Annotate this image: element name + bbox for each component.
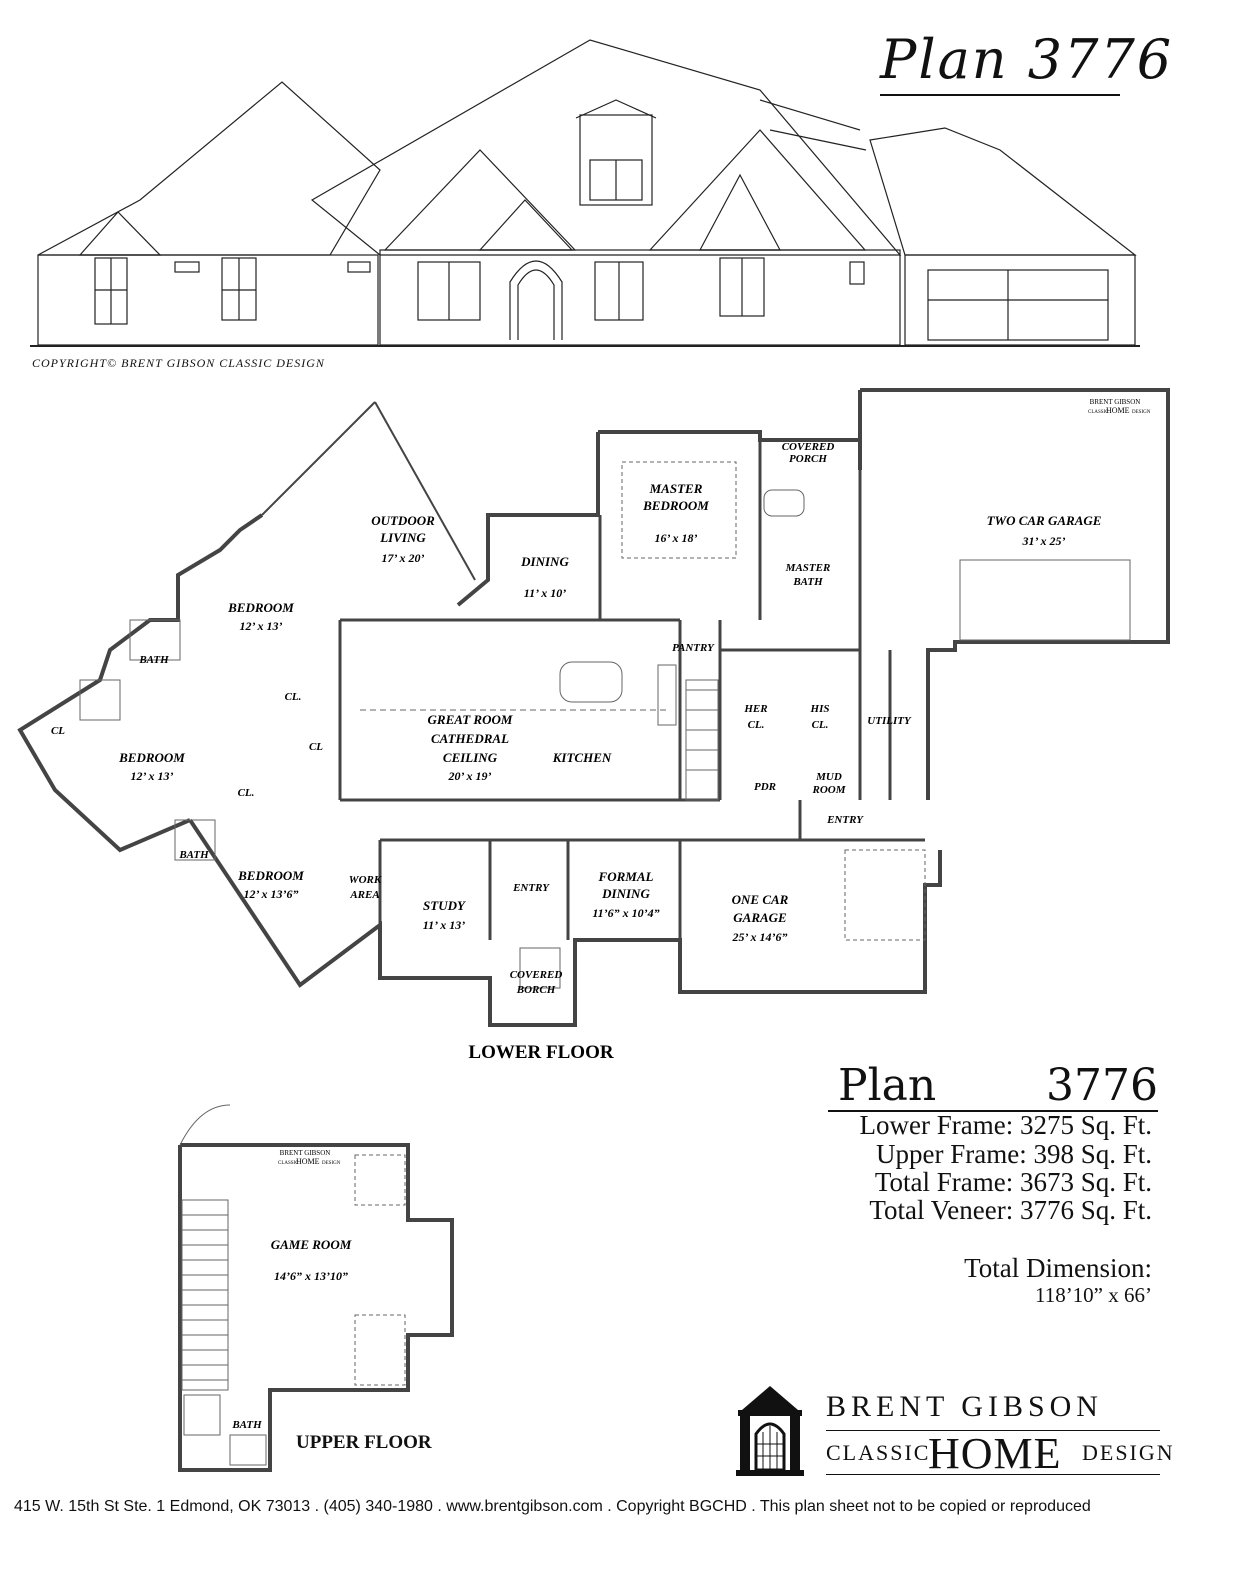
lower-floor-label: LOWER FLOOR (468, 1042, 613, 1060)
covered-porch-label-2: PORCH (789, 453, 827, 465)
logo-name: BRENT GIBSON (826, 1390, 1103, 1423)
upper-bath-label: BATH (231, 1419, 262, 1431)
upper-stamp-left: CLASSIC (278, 1161, 299, 1166)
formal-dining-dim: 11’6” x 10’4” (592, 906, 659, 920)
formal-dining-label-1: FORMAL (598, 869, 654, 884)
his-closet-label-2: CL. (812, 719, 829, 731)
outdoor-living-dim: 17’ x 20’ (381, 551, 424, 565)
logo-home: HOME (928, 1429, 1062, 1478)
game-room-dim: 14’6” x 13’10” (274, 1269, 348, 1283)
master-bath-label-2: BATH (792, 576, 823, 588)
logo-rule-top (826, 1430, 1160, 1431)
her-closet-label-1: HER (743, 703, 767, 715)
logo-design: DESIGN (1082, 1440, 1175, 1465)
stamp-top: BRENT GIBSON (1090, 398, 1141, 406)
logo-rule-bottom (826, 1474, 1160, 1475)
upper-frame-line: Upper Frame: 398 Sq. Ft. (876, 1139, 1152, 1169)
outdoor-living-label-2: LIVING (379, 530, 426, 545)
his-closet-label-1: HIS (810, 703, 830, 715)
great-room-label-2: CATHEDRAL (431, 731, 509, 746)
upper-floor-walls (178, 1143, 454, 1472)
total-dimension-label: Total Dimension: (964, 1253, 1152, 1283)
master-bedroom-label-1: MASTER (649, 481, 703, 496)
main-entry-label: ENTRY (512, 882, 550, 894)
two-car-garage-label: TWO CAR GARAGE (987, 513, 1102, 528)
side-entry-label: ENTRY (826, 814, 864, 826)
powder-room-label: PDR (754, 781, 776, 793)
covered-porch-label-1: COVERED (782, 441, 835, 453)
total-veneer-line: Total Veneer: 3776 Sq. Ft. (869, 1195, 1152, 1225)
upper-stamp-top: BRENT GIBSON (280, 1149, 331, 1157)
upper-stamp-right: DESIGN (322, 1161, 341, 1166)
lower-floor-walls (17, 388, 1170, 1027)
garage-stamp: BRENT GIBSON CLASSIC HOME DESIGN (1088, 398, 1151, 415)
covered-borch-label-1: COVERED (510, 969, 563, 981)
one-car-garage-label-1: ONE CAR (732, 892, 789, 907)
stamp-right: DESIGN (1132, 410, 1151, 415)
game-room-label: GAME ROOM (271, 1237, 352, 1252)
bath-1-label: BATH (138, 654, 169, 666)
work-area-label-1: WORK (349, 874, 382, 886)
plan-title-underline (880, 94, 1120, 96)
utility-label: UTILITY (867, 715, 912, 727)
closet-1-label: CL (51, 725, 65, 737)
two-car-garage-dim: 31’ x 25’ (1021, 534, 1065, 548)
front-elevation-drawing (30, 39, 1140, 347)
bedroom-1-label: BEDROOM (227, 600, 294, 615)
stamp-mid: HOME (1106, 406, 1130, 415)
lower-floor-plan: BRENT GIBSON CLASSIC HOME DESIGN COVERED… (17, 388, 1170, 1060)
total-dimension-value: 118’10” x 66’ (1034, 1283, 1152, 1307)
plan-title: Plan 3776 (880, 28, 1174, 91)
elevation-copyright: COPYRIGHT© BRENT GIBSON CLASSIC DESIGN (32, 356, 325, 370)
great-room-label-1: GREAT ROOM (428, 712, 513, 727)
one-car-garage-dim: 25’ x 14’6” (731, 930, 787, 944)
summary-plan-heading: Plan 3776 (838, 1060, 1158, 1111)
kitchen-label: KITCHEN (552, 750, 612, 765)
closet-2-label: CL. (285, 691, 302, 703)
pantry-label: PANTRY (672, 642, 715, 654)
total-frame-line: Total Frame: 3673 Sq. Ft. (874, 1167, 1152, 1197)
master-bath-label-1: MASTER (785, 562, 831, 574)
her-closet-label-2: CL. (748, 719, 765, 731)
bath-2-label: BATH (178, 849, 209, 861)
study-dim: 11’ x 13’ (423, 918, 465, 932)
stamp-left: CLASSIC (1088, 410, 1109, 415)
outdoor-living-label-1: OUTDOOR (371, 513, 435, 528)
great-room-dim: 20’ x 19’ (447, 769, 491, 783)
formal-dining-label-2: DINING (601, 886, 650, 901)
great-room-label-3: CEILING (443, 750, 498, 765)
master-bedroom-label-2: BEDROOM (642, 498, 709, 513)
summary-plan-number: 3776 (1046, 1060, 1158, 1111)
mud-room-label-2: ROOM (811, 784, 846, 796)
bedroom-1-dim: 12’ x 13’ (239, 619, 282, 633)
brent-gibson-logo-icon (736, 1386, 804, 1476)
footer-contact: 415 W. 15th St Ste. 1 Edmond, OK 73013 .… (14, 1498, 1091, 1515)
one-car-garage-label-2: GARAGE (733, 910, 787, 925)
work-area-label-2: AREA (349, 889, 379, 901)
upper-stamp: BRENT GIBSON CLASSIC HOME DESIGN (278, 1149, 341, 1166)
master-bedroom-dim: 16’ x 18’ (654, 531, 697, 545)
study-label: STUDY (423, 898, 466, 913)
lower-frame-line: Lower Frame: 3275 Sq. Ft. (859, 1110, 1152, 1140)
summary-rule (828, 1110, 1158, 1112)
closet-3-label: CL (309, 741, 323, 753)
dining-dim: 11’ x 10’ (524, 586, 566, 600)
upper-floor-label: UPPER FLOOR (296, 1432, 432, 1453)
covered-borch-label-2: BORCH (516, 984, 556, 996)
bedroom-3-label: BEDROOM (237, 868, 304, 883)
dining-label: DINING (520, 554, 569, 569)
upper-stamp-mid: HOME (296, 1157, 320, 1166)
closet-4-label: CL. (238, 787, 255, 799)
mud-room-label-1: MUD (815, 771, 842, 783)
upper-floor-plan: BRENT GIBSON CLASSIC HOME DESIGN GAME RO… (178, 1104, 454, 1472)
bedroom-2-label: BEDROOM (118, 750, 185, 765)
bedroom-2-dim: 12’ x 13’ (130, 769, 173, 783)
bedroom-3-dim: 12’ x 13’6” (243, 887, 298, 901)
logo-classic: CLASSIC (826, 1440, 931, 1465)
summary-plan-word: Plan (838, 1060, 937, 1111)
